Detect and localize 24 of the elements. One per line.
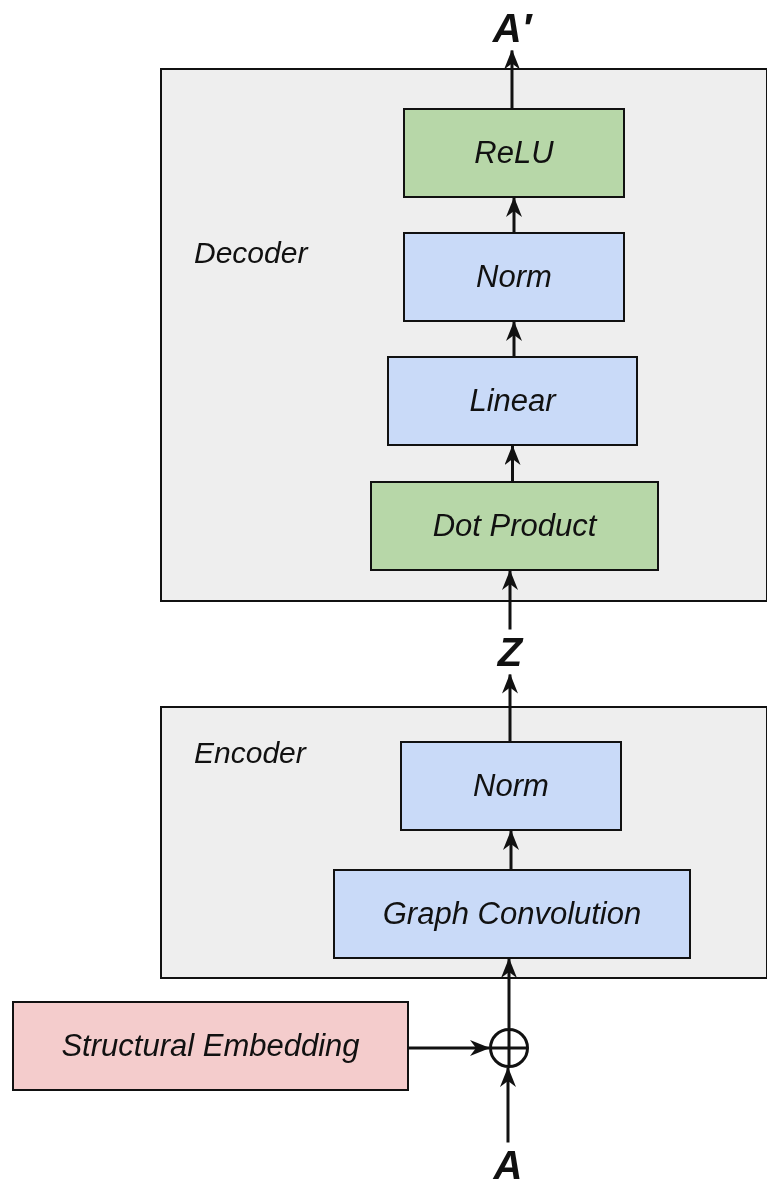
layer-box: Structural Embedding [12, 1001, 409, 1091]
arrow [409, 1040, 490, 1056]
variable-symbol: A′ [492, 5, 532, 51]
layer-box: ReLU [403, 108, 625, 198]
arrow [504, 445, 521, 481]
arrow [503, 830, 519, 869]
variable-symbol: Z [497, 629, 523, 675]
layer-box: Linear [387, 356, 638, 446]
arrow [506, 197, 522, 232]
variable-symbol: A [493, 1142, 523, 1186]
module-heading: Encoder [194, 736, 306, 770]
arrow [501, 958, 517, 1028]
layer-box: Norm [403, 232, 625, 322]
module-panel [160, 706, 767, 979]
arrow [500, 1067, 516, 1143]
module-heading: Decoder [194, 236, 308, 270]
layer-box: Norm [400, 741, 622, 831]
module-panel [160, 68, 767, 602]
arrow [504, 49, 520, 108]
layer-box: Graph Convolution [333, 869, 691, 959]
arrow [502, 673, 518, 741]
arrow [506, 321, 522, 356]
arrow [502, 570, 518, 630]
layer-box: Dot Product [370, 481, 659, 571]
